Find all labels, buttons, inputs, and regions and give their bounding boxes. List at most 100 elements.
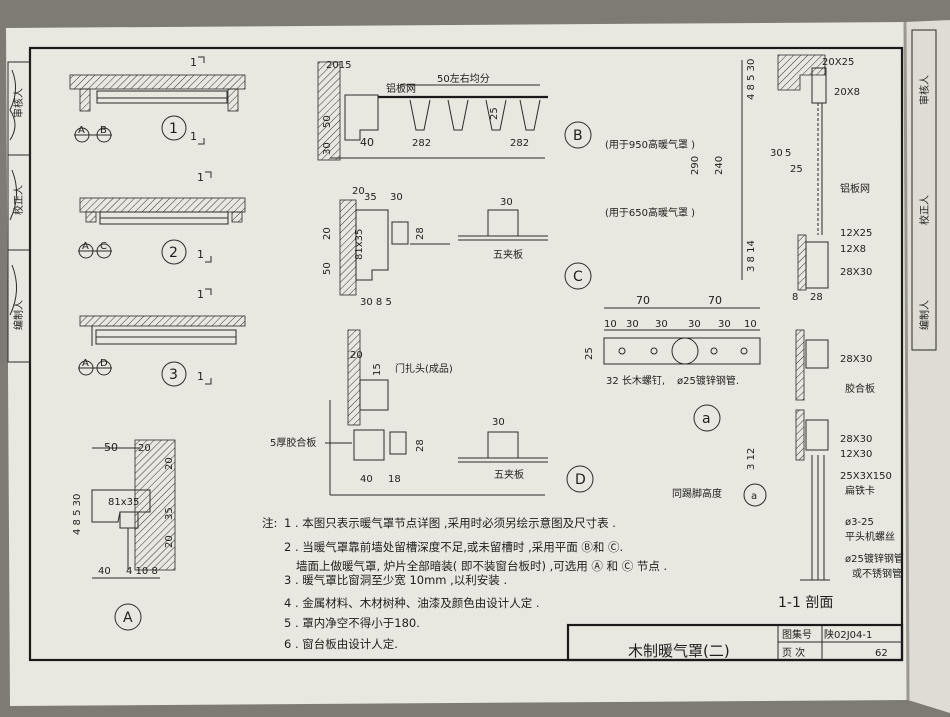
plan-3-tag-d: D: [100, 358, 108, 369]
dim-30-b: 30: [322, 142, 333, 155]
title-block: 木制暖气罩(二) 图集号 陕02J04-1 页 次 62: [566, 623, 904, 662]
dim-290: 290: [690, 156, 701, 175]
dim-5-s: 5: [785, 148, 791, 159]
svg-text:1: 1: [197, 171, 204, 184]
detail-b: 2015 50左右均分 铝板网 50 30 40 282 282 25 B: [317, 60, 592, 161]
plan-view-2: 1 1 2 A C: [78, 171, 246, 265]
size-81x35-c: 81x35: [354, 229, 365, 260]
size-20x25: 20X25: [822, 57, 854, 68]
detail-a: 81x35 50 20 20 35 20 4 8 5 30 40 4 10 8 …: [72, 439, 176, 631]
dim-3814: 3 8 14: [746, 240, 757, 272]
dim-20-d: 20: [350, 350, 363, 361]
detail-a-label: A: [123, 610, 133, 626]
notes: 注: 1 . 本图只表示暖气罩节点详图 ,采用时必须另绘示意图及尺寸表 . 2 …: [262, 516, 667, 651]
plan-2-tag-a: A: [82, 241, 89, 252]
note-6: 6 . 窗台板由设计人定.: [284, 637, 398, 651]
dim-25-as: 25: [584, 347, 595, 360]
callout-jiaohe: 胶合板: [845, 382, 875, 395]
dim-30-a3: 30: [688, 319, 701, 330]
dim-70-1: 70: [636, 294, 650, 307]
dim-25-s: 25: [790, 164, 803, 175]
size-28x30-3: 28X30: [840, 434, 872, 445]
left-strip-1: 审核人: [12, 88, 25, 118]
dim-3012: 3 12: [746, 448, 757, 470]
dim-240: 240: [714, 156, 725, 175]
callout-lvban-s: 铝板网: [840, 182, 870, 195]
dim-30-a2: 30: [655, 319, 668, 330]
svg-text:1: 1: [197, 288, 204, 301]
size-25x3: 25X3X150: [840, 471, 892, 482]
svg-text:1: 1: [190, 130, 197, 143]
left-strip-3: 编制人: [12, 300, 25, 330]
dim-20-a2: 20: [164, 457, 175, 470]
dim-35-a: 35: [164, 507, 175, 520]
dim-50-c: 50: [322, 262, 333, 275]
dim-3085-c: 30 8 5: [360, 297, 392, 308]
dim-15-d: 15: [372, 363, 383, 376]
plan-1-tag-b: B: [100, 125, 107, 136]
callout-gangguan: ø25镀锌钢管.: [677, 374, 739, 387]
callout-h650: (用于650高暖气罩 ): [605, 206, 695, 219]
note-2: 2 . 当暖气罩靠前墙处留槽深度不足,或未留槽时 ,采用平面 Ⓑ和 Ⓒ.: [284, 540, 623, 554]
callout-menzha: 门扎头(成品): [395, 362, 453, 375]
callout-biantie: 扁铁卡: [845, 484, 875, 497]
atlas-label: 图集号: [782, 628, 812, 641]
size-20x8: 20X8: [834, 87, 860, 98]
dim-10-2: 10: [744, 319, 757, 330]
right-strip-2: 校正人: [918, 195, 931, 225]
size-28x30-2: 28X30: [840, 354, 872, 365]
note-3: 3 . 暖气罩比窗洞至少宽 10mm ,以利安装 .: [284, 573, 507, 587]
detail-c-label: C: [573, 269, 583, 285]
page-no: 62: [875, 648, 888, 659]
size-12x25: 12X25: [840, 228, 872, 239]
dim-40-b: 40: [360, 136, 374, 149]
dim-30-c: 30: [390, 192, 403, 203]
callout-wujia-d: 五夹板: [494, 468, 524, 481]
notes-head: 注:: [262, 516, 277, 530]
size-12x8: 12X8: [840, 244, 866, 255]
plan-2-number: 2: [169, 245, 178, 261]
dim-30-s: 30: [770, 148, 783, 159]
detail-d-label: D: [575, 472, 586, 488]
atlas-no: 陕02J04-1: [824, 628, 872, 641]
dim-50-a: 50: [104, 441, 118, 454]
dim-28-c: 28: [415, 227, 426, 240]
plan-3-tag-a: A: [82, 358, 89, 369]
size-12x30: 12X30: [840, 449, 872, 460]
dim-30-a1: 30: [626, 319, 639, 330]
callout-tijiao: 同踢脚高度: [672, 487, 722, 500]
callout-junfen: 50左右均分: [437, 72, 490, 85]
dim-30-d: 30: [492, 417, 505, 428]
note-5: 5 . 罩内净空不得小于180.: [284, 616, 420, 630]
right-strip-3: 编制人: [918, 300, 931, 330]
dim-282-b2: 282: [510, 138, 529, 149]
section-1-1: 20X25 20X8 4 8 5 30 30 5 25 290 240 (用于9…: [605, 54, 904, 611]
svg-text:1: 1: [197, 370, 204, 383]
detail-c: 81x35 20 35 30 20 50 28 30 8 5 30 五夹板 C: [322, 186, 592, 308]
dim-282-b1: 282: [412, 138, 431, 149]
svg-text:1: 1: [197, 248, 204, 261]
callout-luoding: 32 长木螺钉,: [606, 375, 665, 387]
detail-d: 20 15 门扎头(成品) 5厚胶合板 28 40 18 30 五夹板 D: [270, 329, 594, 496]
svg-text:1: 1: [190, 56, 197, 69]
detail-a-small: 70 70 10 30 30 30 30 10 25 32 长木螺钉, ø25镀…: [584, 294, 761, 432]
plan-3-number: 3: [169, 367, 178, 383]
callout-gg2a: ø25镀锌钢管: [845, 552, 904, 565]
section-a-ref: a: [751, 491, 757, 502]
dim-30-a4: 30: [718, 319, 731, 330]
dim-40-d: 40: [360, 474, 373, 485]
dim-40-a: 40: [98, 566, 111, 577]
plan-view-1: 1 1 1 A B: [69, 56, 246, 145]
size-81x35-a: 81x35: [108, 497, 139, 508]
dim-10-1: 10: [604, 319, 617, 330]
dim-20-a: 20: [138, 443, 151, 454]
section-title: 1-1 剖面: [778, 595, 833, 611]
signature: [9, 264, 17, 316]
left-strip-2: 校正人: [12, 185, 25, 215]
callout-wujia-c: 五夹板: [493, 248, 523, 261]
paper: [6, 22, 908, 706]
callout-lvban-b: 铝板网: [386, 82, 416, 95]
right-signature-strip: [911, 29, 937, 351]
callout-luosi: ø3-25: [845, 517, 874, 528]
dim-25-b: 25: [489, 107, 500, 120]
